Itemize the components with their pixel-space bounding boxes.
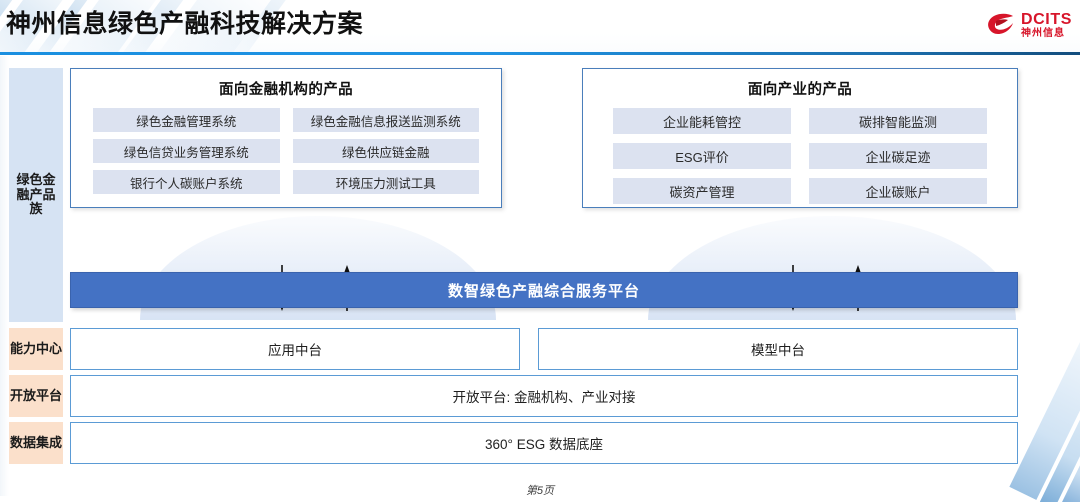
- panel-title: 面向金融机构的产品: [218, 82, 354, 98]
- sidebar-label-text: 绿色金融产品族: [16, 172, 56, 217]
- product-chip[interactable]: 环境压力测试工具: [292, 170, 479, 194]
- sidebar-item-capability-center[interactable]: 能力中心: [9, 328, 63, 370]
- product-chip-grid: 绿色金融管理系统 绿色金融信息报送监测系统 绿色信贷业务管理系统 绿色供应链金融…: [71, 99, 501, 194]
- platform-bar-label: 数智绿色产融综合服务平台: [447, 282, 640, 300]
- layer-box-label: 应用中台: [268, 343, 322, 358]
- product-chip[interactable]: 绿色供应链金融: [292, 139, 479, 163]
- panel-title: 面向产业的产品: [747, 82, 853, 98]
- slide-header: 神州信息绿色产融科技解决方案 DCITS 神州信息: [0, 0, 1080, 54]
- layer-box-model-middle-platform[interactable]: 模型中台: [538, 328, 1018, 370]
- product-chip[interactable]: 绿色信贷业务管理系统: [93, 139, 280, 163]
- left-edge-band: [0, 56, 9, 496]
- sidebar-label-text: 开放平台: [9, 387, 62, 403]
- layer-box-label: 模型中台: [751, 343, 805, 358]
- product-chip[interactable]: 绿色金融管理系统: [93, 108, 280, 132]
- product-chip[interactable]: 企业碳账户: [809, 178, 987, 204]
- page-title: 神州信息绿色产融科技解决方案: [6, 10, 364, 38]
- diagram-body: 绿色金融产品族 能力中心 开放平台 数据集成 面向金融机构的产品 绿色金融管理系…: [0, 56, 1080, 502]
- logo-en-text: DCITS: [1021, 10, 1072, 28]
- layer-box-data-foundation[interactable]: 360° ESG 数据底座: [70, 422, 1018, 464]
- sidebar-label-text: 能力中心: [9, 340, 62, 356]
- sidebar-item-data-integration[interactable]: 数据集成: [9, 422, 63, 464]
- product-chip[interactable]: 企业碳足迹: [809, 143, 987, 169]
- sidebar-item-green-finance-family[interactable]: 绿色金融产品族: [9, 68, 63, 322]
- product-chip[interactable]: 银行个人碳账户系统: [93, 170, 280, 194]
- sidebar-item-open-platform[interactable]: 开放平台: [9, 375, 63, 417]
- layer-box-label: 360° ESG 数据底座: [485, 437, 603, 452]
- footer-page-number: 第5页: [525, 485, 555, 497]
- product-chip[interactable]: 碳排智能监测: [809, 108, 987, 134]
- product-chip[interactable]: 绿色金融信息报送监测系统: [292, 108, 479, 132]
- logo-cn-text: 神州信息: [1021, 27, 1065, 39]
- logo-text-block: DCITS 神州信息: [1021, 10, 1072, 39]
- product-chip[interactable]: 碳资产管理: [613, 178, 791, 204]
- platform-bar[interactable]: 数智绿色产融综合服务平台: [70, 272, 1018, 308]
- sidebar-label-text: 数据集成: [9, 434, 62, 450]
- dcits-swoosh-icon: [986, 12, 1016, 38]
- product-panel-financial-institutions: 面向金融机构的产品 绿色金融管理系统 绿色金融信息报送监测系统 绿色信贷业务管理…: [70, 68, 502, 208]
- product-chip[interactable]: 企业能耗管控: [613, 108, 791, 134]
- layer-box-label: 开放平台: 金融机构、产业对接: [452, 390, 636, 405]
- header-divider-rule: [0, 52, 1080, 55]
- layer-box-open-platform[interactable]: 开放平台: 金融机构、产业对接: [70, 375, 1018, 417]
- product-chip[interactable]: ESG评价: [613, 143, 791, 169]
- product-panel-industry: 面向产业的产品 企业能耗管控 碳排智能监测 ESG评价 企业碳足迹 碳资产管理 …: [582, 68, 1018, 208]
- layer-box-application-middle-platform[interactable]: 应用中台: [70, 328, 520, 370]
- company-logo: DCITS 神州信息: [986, 8, 1072, 42]
- product-chip-grid: 企业能耗管控 碳排智能监测 ESG评价 企业碳足迹 碳资产管理 企业碳账户: [583, 99, 1017, 204]
